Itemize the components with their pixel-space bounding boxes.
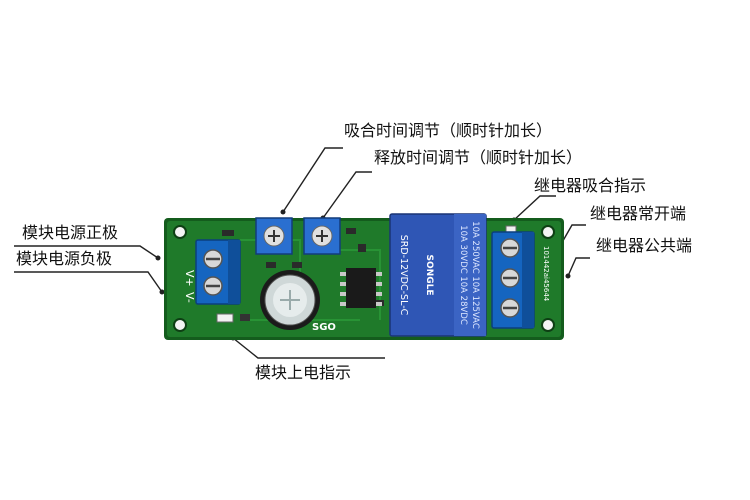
power-led bbox=[216, 313, 250, 323]
leader-relay-indicator bbox=[513, 195, 556, 221]
label-relay-no: 继电器常开端 bbox=[590, 204, 687, 223]
trimmer-release bbox=[303, 217, 341, 255]
leader-power-indicator bbox=[232, 337, 385, 359]
label-relay-indicator: 继电器吸合指示 bbox=[534, 176, 647, 195]
leader-power-pos bbox=[14, 245, 159, 259]
label-release-time: 释放时间调节（顺时针加长） bbox=[374, 148, 583, 167]
relay-body bbox=[389, 213, 487, 337]
relay-spec-1: 10A 250VAC 10A 125VAC bbox=[470, 221, 480, 329]
label-power-indicator: 模块上电指示 bbox=[255, 363, 352, 382]
label-power-pos: 模块电源正极 bbox=[22, 223, 119, 242]
leader-pull-in bbox=[282, 147, 343, 213]
leader-release bbox=[322, 171, 372, 219]
trimmer-pull-in bbox=[255, 217, 293, 255]
pcb-mark: SGO bbox=[312, 322, 336, 333]
relay-model: SRD-12VDC-SL-C bbox=[398, 235, 409, 316]
relay-spec-2: 10A 30VDC 10A 28VDC bbox=[458, 225, 468, 325]
leader-relay-com bbox=[567, 257, 590, 277]
pcb-code: 101442ai45644 bbox=[542, 246, 550, 302]
label-pull-in-time: 吸合时间调节（顺时针加长） bbox=[344, 121, 553, 140]
relay-brand: SONGLE bbox=[424, 255, 434, 296]
vplus-mark: V+ bbox=[183, 270, 196, 287]
leader-lines bbox=[14, 147, 590, 359]
power-terminal-block bbox=[195, 239, 241, 305]
vminus-mark: V- bbox=[183, 292, 196, 303]
label-power-neg: 模块电源负极 bbox=[16, 249, 113, 268]
ic-chip bbox=[340, 268, 382, 308]
electrolytic-capacitor bbox=[260, 270, 320, 330]
label-relay-com: 继电器公共端 bbox=[596, 236, 693, 255]
output-terminal-block bbox=[491, 231, 535, 329]
leader-power-neg bbox=[14, 271, 163, 293]
